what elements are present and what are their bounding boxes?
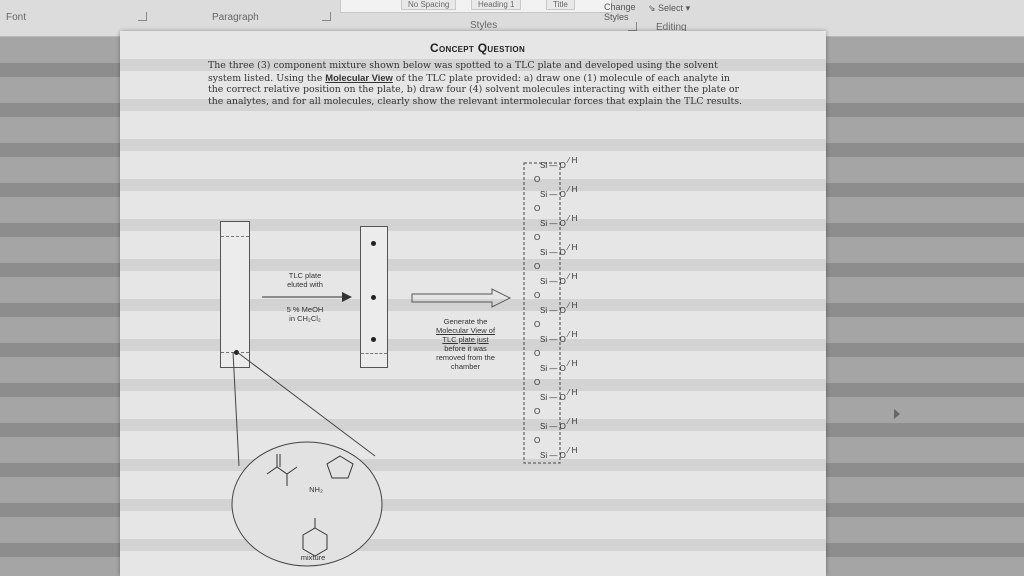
- mixture-spot: [234, 350, 239, 355]
- mixture-label: mixture: [300, 553, 326, 562]
- silicon-atom: Si: [540, 393, 548, 402]
- bridging-oxygen: O: [534, 407, 541, 416]
- document-page[interactable]: Concept Question The three (3) component…: [120, 31, 826, 576]
- ketone-structure: [266, 454, 298, 486]
- bridging-oxygen: O: [534, 262, 541, 271]
- mouse-cursor-icon: [894, 409, 900, 419]
- oxygen-atom: — O: [547, 190, 566, 199]
- oxygen-atom: — O: [547, 451, 566, 460]
- styles-group-label: Styles: [470, 20, 498, 31]
- hydrogen-atom: ⁄ H: [565, 301, 578, 310]
- hydrogen-atom: ⁄ H: [565, 388, 578, 397]
- silica-row: Si — O ⁄ H: [540, 301, 577, 315]
- silica-row: Si — O ⁄ H: [540, 214, 577, 228]
- change-styles-button[interactable]: Change Styles: [604, 2, 636, 22]
- tlc-plate-developed: [360, 226, 388, 368]
- style-heading-1[interactable]: Heading 1: [471, 0, 522, 10]
- tlc-plate-spotted: [220, 221, 250, 368]
- paragraph-dialog-launcher-icon[interactable]: [322, 12, 331, 21]
- silicon-atom: Si: [540, 277, 548, 286]
- silica-row: Si — O ⁄ H: [540, 156, 577, 170]
- silicon-atom: Si: [540, 364, 548, 373]
- silicon-atom: Si: [540, 219, 548, 228]
- hydrogen-atom: ⁄ H: [565, 359, 578, 368]
- silicon-atom: Si: [540, 161, 548, 170]
- oxygen-atom: — O: [547, 277, 566, 286]
- analyte-spot-bottom: [371, 337, 376, 342]
- paragraph-group-label: Paragraph: [212, 12, 259, 23]
- hydrogen-atom: ⁄ H: [565, 156, 578, 165]
- silicon-atom: Si: [540, 248, 548, 257]
- oxygen-atom: — O: [547, 422, 566, 431]
- oxygen-atom: — O: [547, 219, 566, 228]
- silicon-atom: Si: [540, 306, 548, 315]
- silicon-atom: Si: [540, 335, 548, 344]
- question-paragraph: The three (3) component mixture shown be…: [208, 60, 743, 107]
- oxygen-atom: — O: [547, 161, 566, 170]
- thf-structure: [326, 455, 354, 479]
- select-icon: ⇘: [648, 3, 659, 13]
- analyte-spot-middle: [371, 295, 376, 300]
- page-title: Concept Question: [430, 41, 526, 55]
- oxygen-atom: — O: [547, 393, 566, 402]
- solvent-front-line: [221, 236, 249, 237]
- silica-row: Si — O ⁄ H: [540, 243, 577, 257]
- silica-row: Si — O ⁄ H: [540, 359, 577, 373]
- hydrogen-atom: ⁄ H: [565, 417, 578, 426]
- styles-gallery: No Spacing Heading 1 Title: [340, 0, 612, 13]
- bridging-oxygen: O: [534, 436, 541, 445]
- hydrogen-atom: ⁄ H: [565, 272, 578, 281]
- nh2-label: NH₂: [309, 485, 323, 494]
- generate-arrow: [411, 288, 512, 308]
- style-no-spacing[interactable]: No Spacing: [401, 0, 457, 10]
- arrow-label-top: TLC plate eluted with: [287, 271, 323, 289]
- bridging-oxygen: O: [534, 291, 541, 300]
- hydrogen-atom: ⁄ H: [565, 185, 578, 194]
- font-dialog-launcher-icon[interactable]: [138, 12, 147, 21]
- styles-dialog-launcher-icon[interactable]: [628, 22, 637, 31]
- select-button[interactable]: ⇘ Select ▾: [648, 3, 691, 13]
- font-group-label: Font: [6, 12, 27, 23]
- bridging-oxygen: O: [534, 204, 541, 213]
- bridging-oxygen: O: [534, 320, 541, 329]
- arrow-label-bottom: 5 % MeOH in CH₂Cl₂: [286, 305, 324, 323]
- bridging-oxygen: O: [534, 233, 541, 242]
- silicon-atom: Si: [540, 422, 548, 431]
- silica-row: Si — O ⁄ H: [540, 330, 577, 344]
- silica-molecular-view: [520, 151, 620, 476]
- bridging-oxygen: O: [534, 349, 541, 358]
- mixture-magnifier: [231, 351, 383, 567]
- silica-row: Si — O ⁄ H: [540, 446, 577, 460]
- oxygen-atom: — O: [547, 306, 566, 315]
- silica-surface-diagram: [523, 162, 561, 464]
- hydrogen-atom: ⁄ H: [565, 330, 578, 339]
- silica-row: Si — O ⁄ H: [540, 417, 577, 431]
- bridging-oxygen: O: [534, 378, 541, 387]
- magnifier-circle: [231, 441, 383, 567]
- silicon-atom: Si: [540, 190, 548, 199]
- silica-row: Si — O ⁄ H: [540, 388, 577, 402]
- generate-caption: Generate the Molecular View of TLC plate…: [435, 317, 496, 371]
- hydrogen-atom: ⁄ H: [565, 214, 578, 223]
- aniline-structure: [302, 518, 328, 557]
- analyte-spot-top: [371, 241, 376, 246]
- hydrogen-atom: ⁄ H: [565, 243, 578, 252]
- silica-row: Si — O ⁄ H: [540, 272, 577, 286]
- silicon-atom: Si: [540, 451, 548, 460]
- style-title[interactable]: Title: [546, 0, 575, 10]
- ribbon: Font Paragraph No Spacing Heading 1 Titl…: [0, 0, 1024, 37]
- developed-origin-line: [361, 353, 387, 354]
- oxygen-atom: — O: [547, 248, 566, 257]
- elution-arrow: [262, 292, 352, 302]
- oxygen-atom: — O: [547, 335, 566, 344]
- bridging-oxygen: O: [534, 175, 541, 184]
- magnifier-line-left: [232, 351, 240, 467]
- oxygen-atom: — O: [547, 364, 566, 373]
- hydrogen-atom: ⁄ H: [565, 446, 578, 455]
- editing-group-label: Editing: [656, 22, 687, 33]
- silica-row: Si — O ⁄ H: [540, 185, 577, 199]
- magnifier-line-right: [236, 351, 376, 457]
